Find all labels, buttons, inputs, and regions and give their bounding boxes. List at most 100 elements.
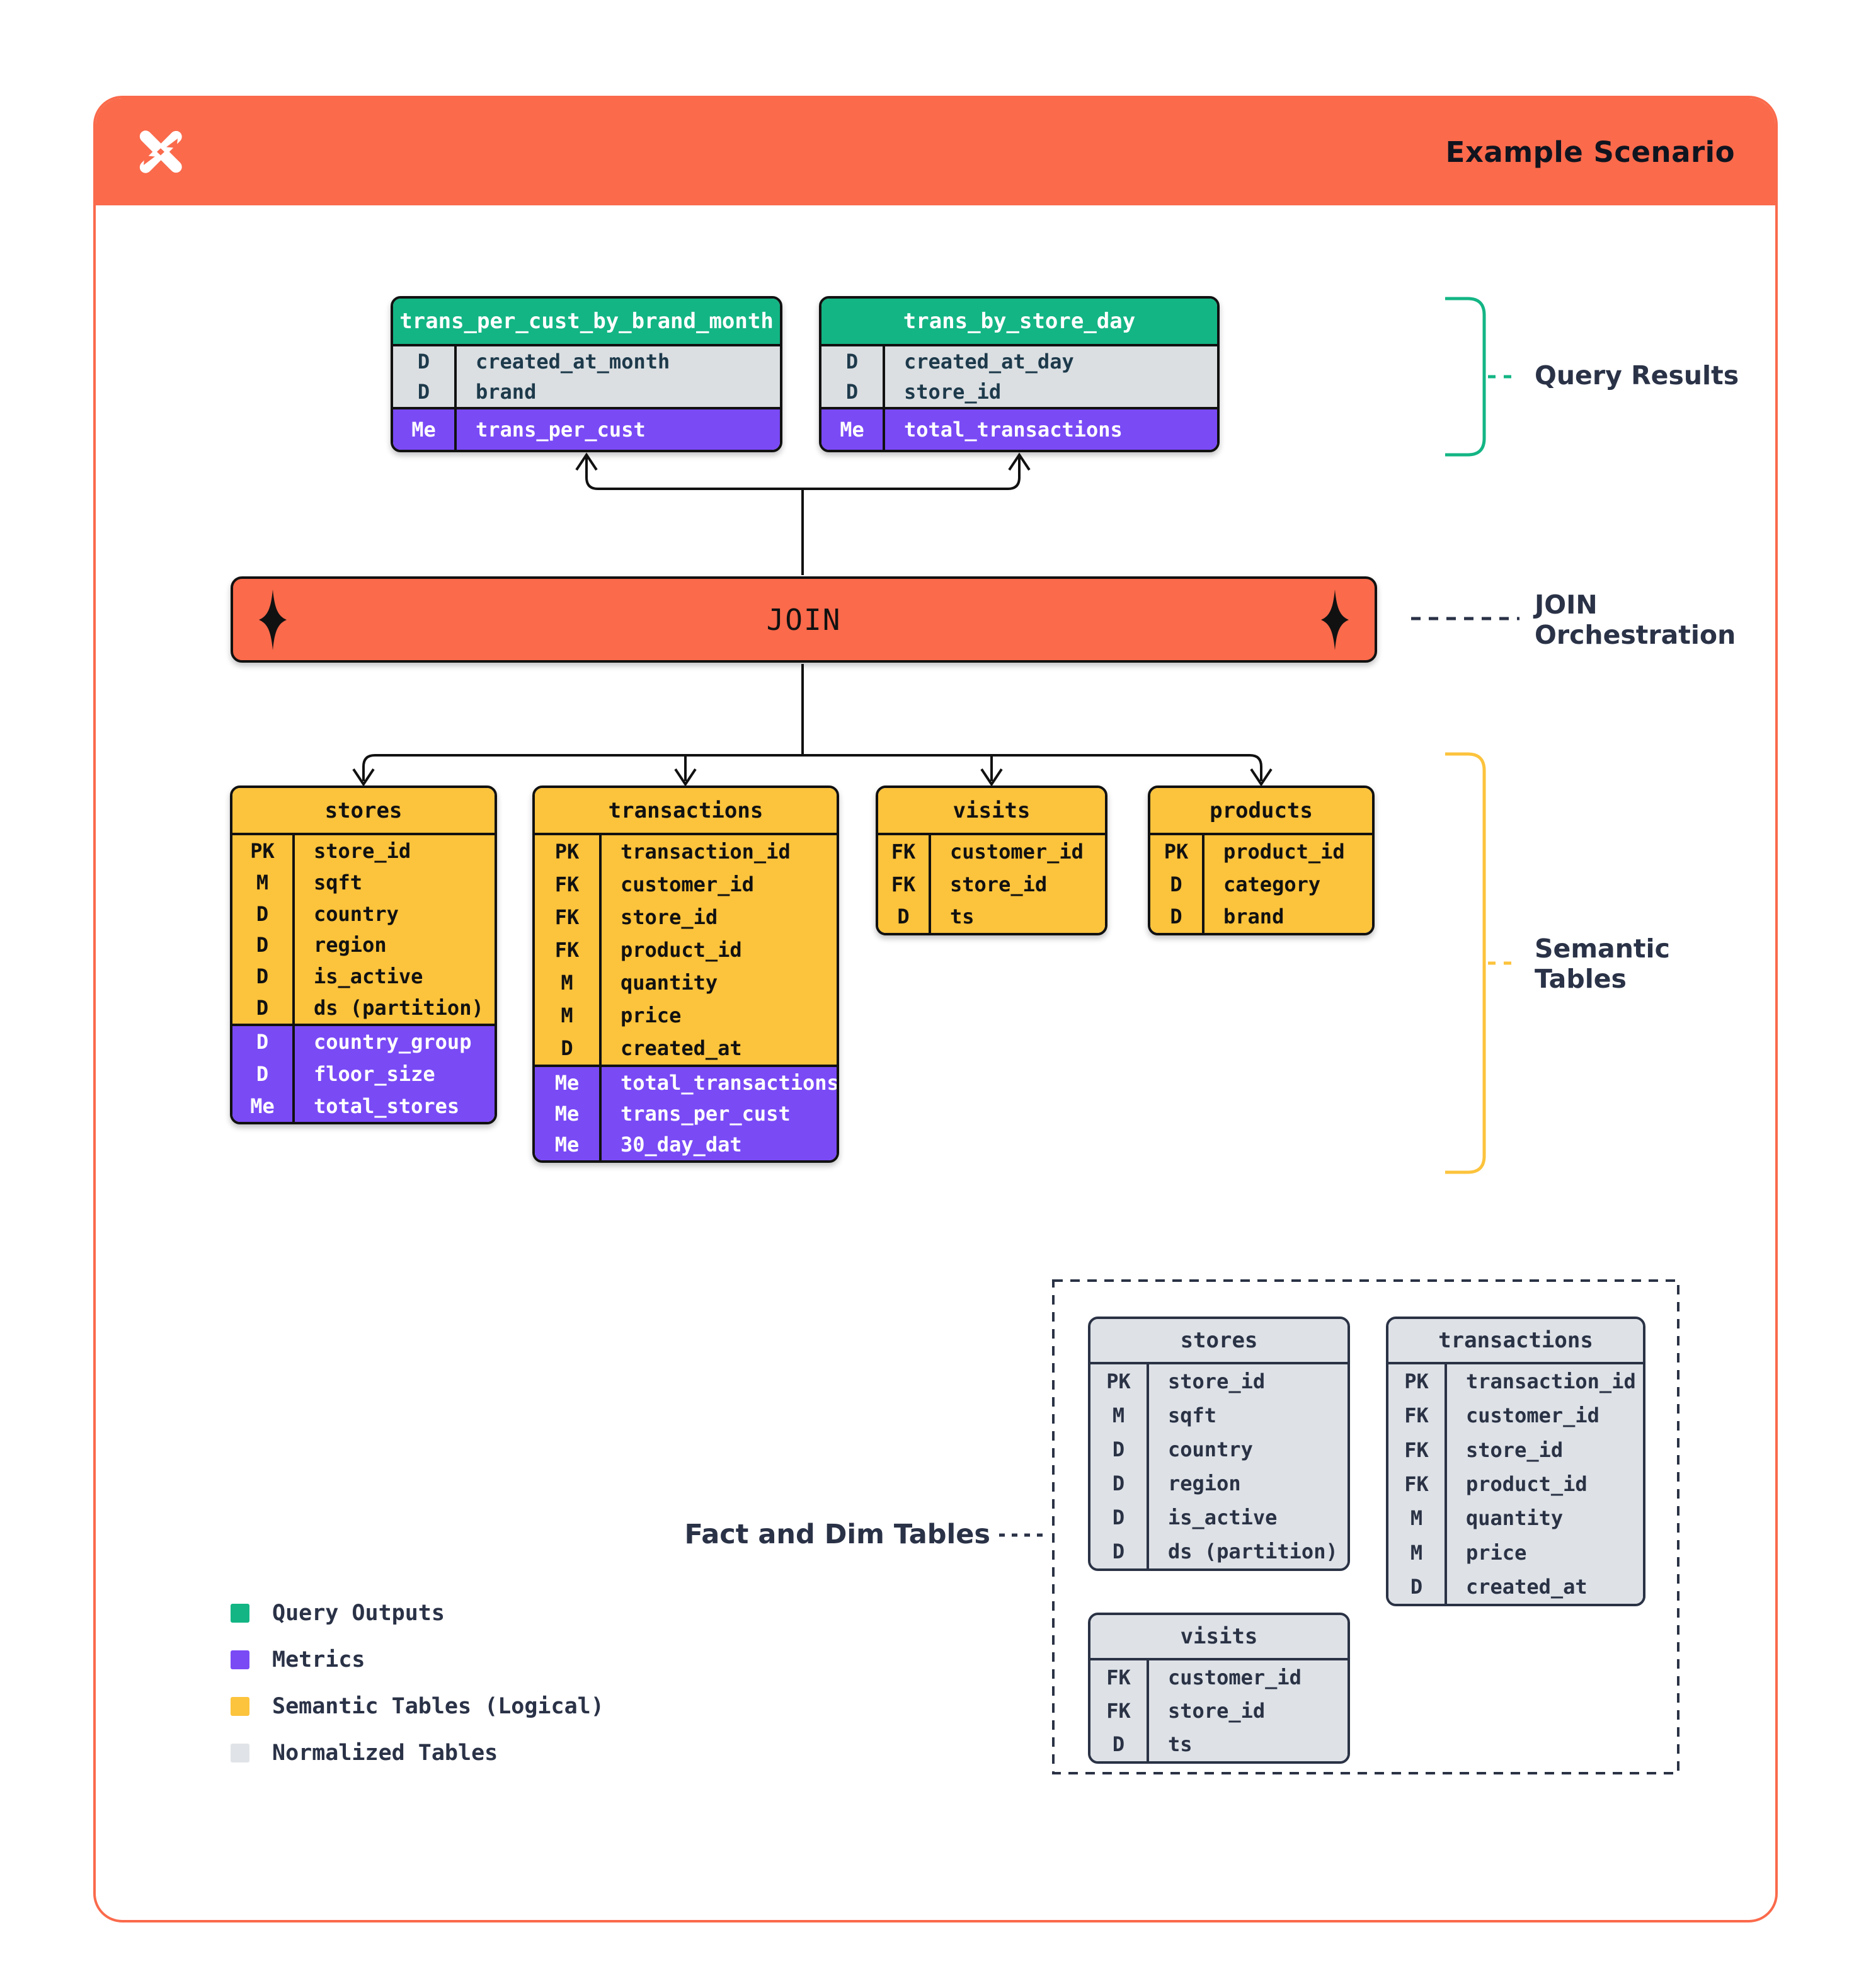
row-field: region bbox=[1168, 1471, 1241, 1495]
row-field: customer_id bbox=[950, 839, 1084, 864]
table-title: transactions bbox=[1388, 1319, 1643, 1362]
row-key: PK bbox=[535, 835, 602, 868]
legend-item: Semantic Tables (Logical) bbox=[231, 1683, 604, 1730]
page-title: Example Scenario bbox=[1445, 135, 1735, 169]
row-key: D bbox=[821, 377, 885, 407]
row-key: Me bbox=[232, 1090, 295, 1122]
row-key: D bbox=[393, 346, 457, 377]
row-field: is_active bbox=[1168, 1505, 1278, 1529]
join-label: JOIN bbox=[766, 602, 842, 637]
table-title: trans_per_cust_by_brand_month bbox=[393, 299, 780, 344]
row-key: FK bbox=[535, 901, 602, 934]
table-row: PK product_id bbox=[1150, 835, 1372, 868]
row-field: store_id bbox=[621, 905, 718, 929]
row-field: store_id bbox=[904, 380, 1002, 404]
legend-label: Semantic Tables (Logical) bbox=[272, 1694, 604, 1719]
table-title: visits bbox=[878, 788, 1105, 833]
row-field: trans_per_cust bbox=[621, 1101, 791, 1126]
row-field: brand bbox=[1223, 905, 1285, 929]
row-field: product_id bbox=[1223, 839, 1345, 864]
row-key: FK bbox=[1090, 1694, 1149, 1728]
row-key: D bbox=[821, 346, 885, 377]
row-key: Me bbox=[535, 1129, 602, 1160]
table-title: stores bbox=[232, 788, 495, 833]
row-key: M bbox=[1090, 1398, 1149, 1432]
row-key: FK bbox=[878, 835, 931, 868]
row-field: store_id bbox=[314, 838, 411, 863]
row-field: total_transactions bbox=[621, 1070, 839, 1095]
row-field: 30_day_dat bbox=[621, 1133, 742, 1157]
row-key: M bbox=[1388, 1535, 1447, 1570]
legend-item: Query Outputs bbox=[231, 1590, 604, 1637]
row-field: customer_id bbox=[1168, 1665, 1302, 1689]
sparkle-left-icon bbox=[259, 589, 287, 650]
sparkle-right-icon bbox=[1321, 589, 1349, 650]
legend-swatch-icon bbox=[231, 1604, 249, 1623]
row-field: trans_per_cust bbox=[476, 418, 646, 442]
row-key: D bbox=[232, 961, 295, 993]
legend-label: Query Outputs bbox=[272, 1601, 445, 1626]
legend-swatch-icon bbox=[231, 1744, 249, 1762]
x-star-logo-icon bbox=[139, 130, 182, 173]
row-key: FK bbox=[1090, 1660, 1149, 1694]
row-key: D bbox=[232, 929, 295, 961]
join-bar: JOIN bbox=[231, 576, 1377, 663]
table-row: FK customer_id bbox=[878, 835, 1105, 868]
table-row: FK store_id bbox=[535, 901, 837, 934]
header-bar: Example Scenario bbox=[96, 98, 1775, 205]
row-field: created_at_month bbox=[476, 350, 670, 374]
table-title: visits bbox=[1090, 1615, 1347, 1658]
row-field: sqft bbox=[314, 870, 363, 894]
row-field: floor_size bbox=[314, 1062, 435, 1086]
row-key: PK bbox=[1150, 835, 1204, 868]
row-key: D bbox=[1388, 1569, 1447, 1604]
row-field: total_transactions bbox=[904, 418, 1123, 442]
row-key: D bbox=[1090, 1432, 1149, 1466]
legend-label: Normalized Tables bbox=[272, 1740, 498, 1766]
row-field: store_id bbox=[1168, 1698, 1266, 1723]
row-key: D bbox=[393, 377, 457, 407]
legend-item: Normalized Tables bbox=[231, 1730, 604, 1776]
row-key: D bbox=[1090, 1534, 1149, 1568]
row-field: created_at_day bbox=[904, 350, 1074, 374]
row-key: FK bbox=[1388, 1398, 1447, 1433]
row-key: PK bbox=[1388, 1364, 1447, 1399]
row-key: M bbox=[1388, 1501, 1447, 1536]
row-key: PK bbox=[1090, 1364, 1149, 1398]
legend-item: Metrics bbox=[231, 1637, 604, 1683]
